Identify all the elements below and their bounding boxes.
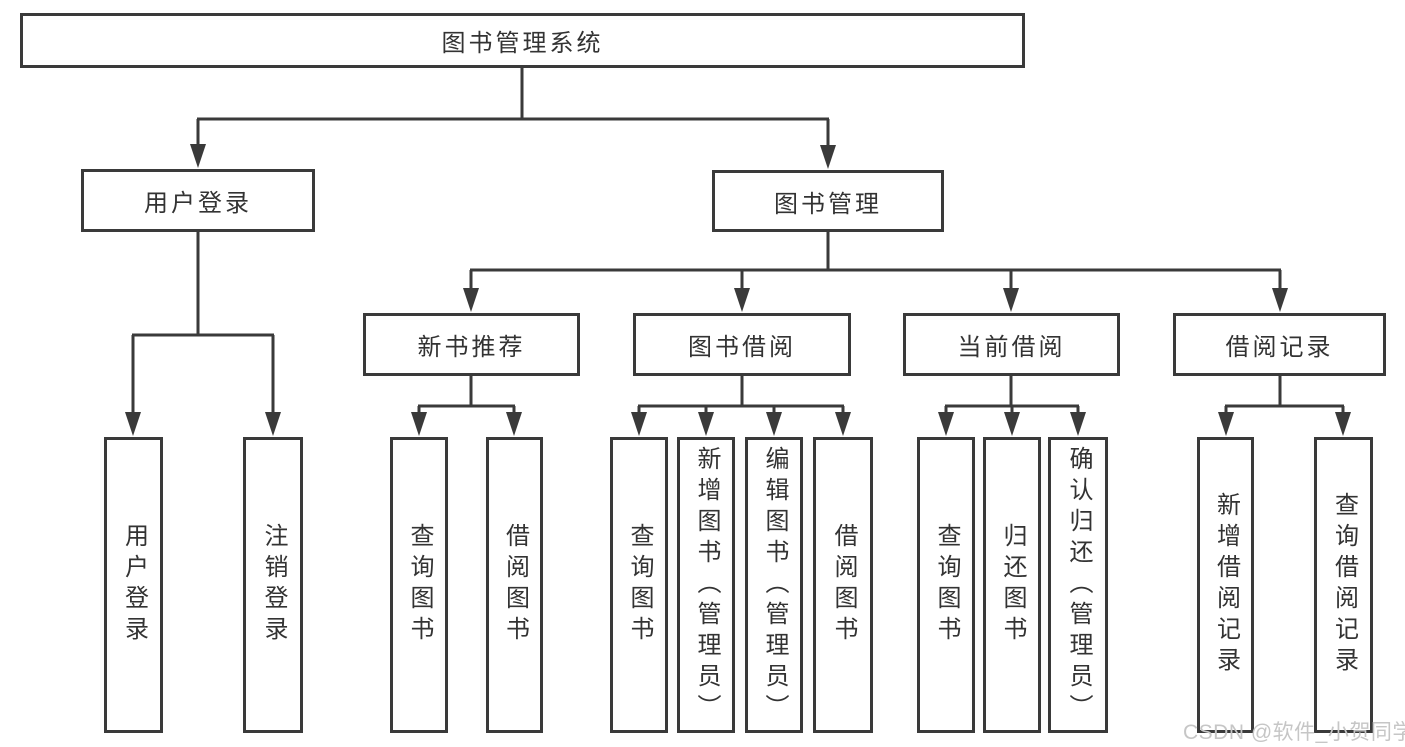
- leaf-confirm-return-admin: 确认归还（管理员）: [1048, 437, 1108, 733]
- node-library-management-system: 图书管理系统: [20, 13, 1025, 68]
- leaf-add-borrow-record: 新增借阅记录: [1197, 437, 1254, 733]
- node-borrowing-records: 借阅记录: [1173, 313, 1386, 376]
- leaf-user-login: 用户登录: [104, 437, 163, 733]
- leaf-logout: 注销登录: [243, 437, 303, 733]
- leaf-query-books-borrowing: 查询图书: [610, 437, 668, 733]
- leaf-query-books-current: 查询图书: [917, 437, 975, 733]
- node-book-borrowing: 图书借阅: [633, 313, 851, 376]
- node-user-login: 用户登录: [81, 169, 315, 232]
- node-new-book-recommendation: 新书推荐: [363, 313, 580, 376]
- node-book-management: 图书管理: [712, 170, 944, 232]
- leaf-add-book-admin: 新增图书（管理员）: [677, 437, 735, 733]
- leaf-return-books: 归还图书: [983, 437, 1041, 733]
- leaf-edit-book-admin: 编辑图书（管理员）: [745, 437, 803, 733]
- leaf-borrow-books-recommend: 借阅图书: [486, 437, 543, 733]
- leaf-query-books-recommend: 查询图书: [390, 437, 448, 733]
- node-current-borrowing: 当前借阅: [903, 313, 1120, 376]
- leaf-query-borrow-record: 查询借阅记录: [1314, 437, 1373, 733]
- watermark: CSDN @软件_小贺同学: [1183, 721, 1405, 744]
- leaf-borrow-books-borrowing: 借阅图书: [813, 437, 873, 733]
